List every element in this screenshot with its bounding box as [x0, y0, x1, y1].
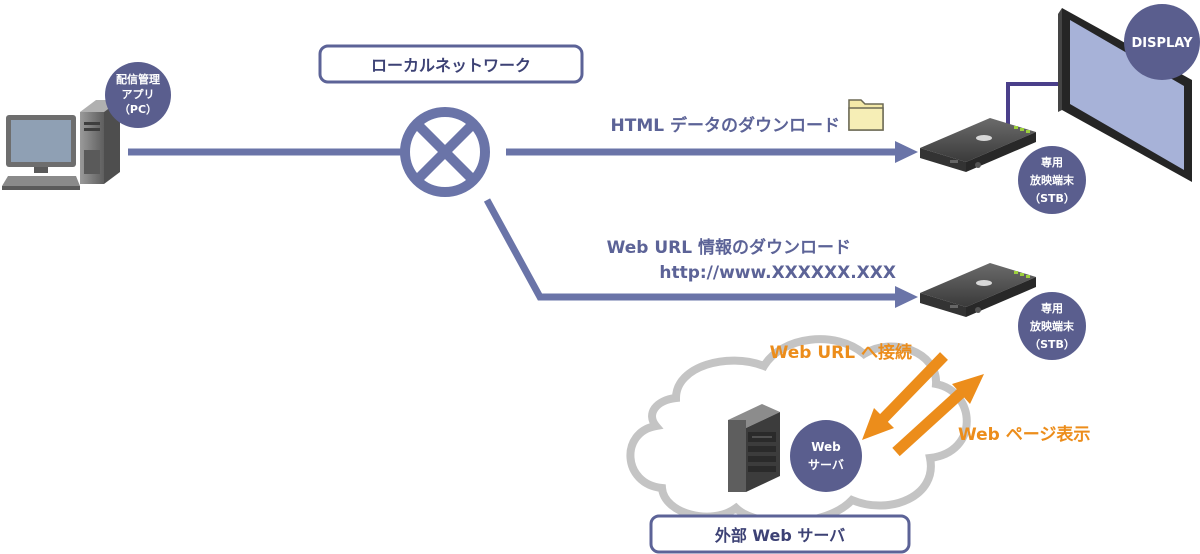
- stb-top-label-line1: 専用: [1041, 155, 1063, 169]
- stb-bottom-label-line2: 放映端末: [1029, 319, 1075, 333]
- network-label: ローカルネットワーク: [371, 56, 531, 75]
- pc-label-line3: （PC）: [119, 103, 157, 116]
- desktop-pc-icon: [2, 100, 120, 190]
- web-server-label-badge: Web サーバ: [790, 420, 862, 492]
- web-server-label-line2: サーバ: [808, 458, 844, 472]
- display-label-badge: DISPLAY: [1124, 4, 1200, 80]
- cloud-icon: [626, 335, 971, 527]
- arrow-to-stb-top: [895, 141, 918, 163]
- page-display-label: Web ページ表示: [958, 424, 1090, 445]
- stb-top-label-line3: （STB）: [1029, 192, 1075, 205]
- stb-bottom-label-line3: （STB）: [1029, 338, 1075, 351]
- server-rack-icon: [728, 404, 780, 492]
- pc-label-line1: 配信管理: [116, 72, 160, 86]
- folder-icon: [848, 99, 884, 131]
- pc-label-line2: アプリ: [122, 87, 155, 101]
- connect-label: Web URL へ接続: [770, 342, 912, 363]
- pc-label-badge: 配信管理 アプリ （PC）: [105, 62, 171, 128]
- network-label-box: ローカルネットワーク: [318, 44, 584, 84]
- arrowheads: [895, 141, 918, 308]
- url-example-label: http://www.XXXXXX.XXX: [659, 263, 896, 283]
- connection-lines: [128, 148, 900, 301]
- display-label: DISPLAY: [1131, 36, 1193, 51]
- web-server-label-line1: Web: [811, 440, 841, 454]
- stb-bottom-label-line1: 専用: [1041, 301, 1063, 315]
- display-monitor-icon: [1006, 8, 1192, 182]
- stb-device-icon: [920, 118, 1036, 172]
- page-display-arrow: [892, 374, 984, 457]
- stb-top-label-line2: 放映端末: [1029, 173, 1075, 187]
- stb-bottom-label-badge: 専用 放映端末 （STB）: [1018, 292, 1086, 360]
- router-cross-icon: [400, 107, 490, 197]
- stb-top-label-badge: 専用 放映端末 （STB）: [1018, 146, 1086, 214]
- html-download-label: HTML データのダウンロード: [611, 115, 841, 136]
- url-download-label: Web URL 情報のダウンロード: [607, 237, 851, 258]
- stb-device-icon: [920, 263, 1036, 317]
- external-server-label: 外部 Web サーバ: [714, 526, 845, 545]
- hub-to-stb-bottom-line: [483, 198, 900, 301]
- external-server-label-box: 外部 Web サーバ: [649, 514, 911, 554]
- connect-arrow: [862, 352, 948, 440]
- arrow-to-stb-bottom: [895, 286, 918, 308]
